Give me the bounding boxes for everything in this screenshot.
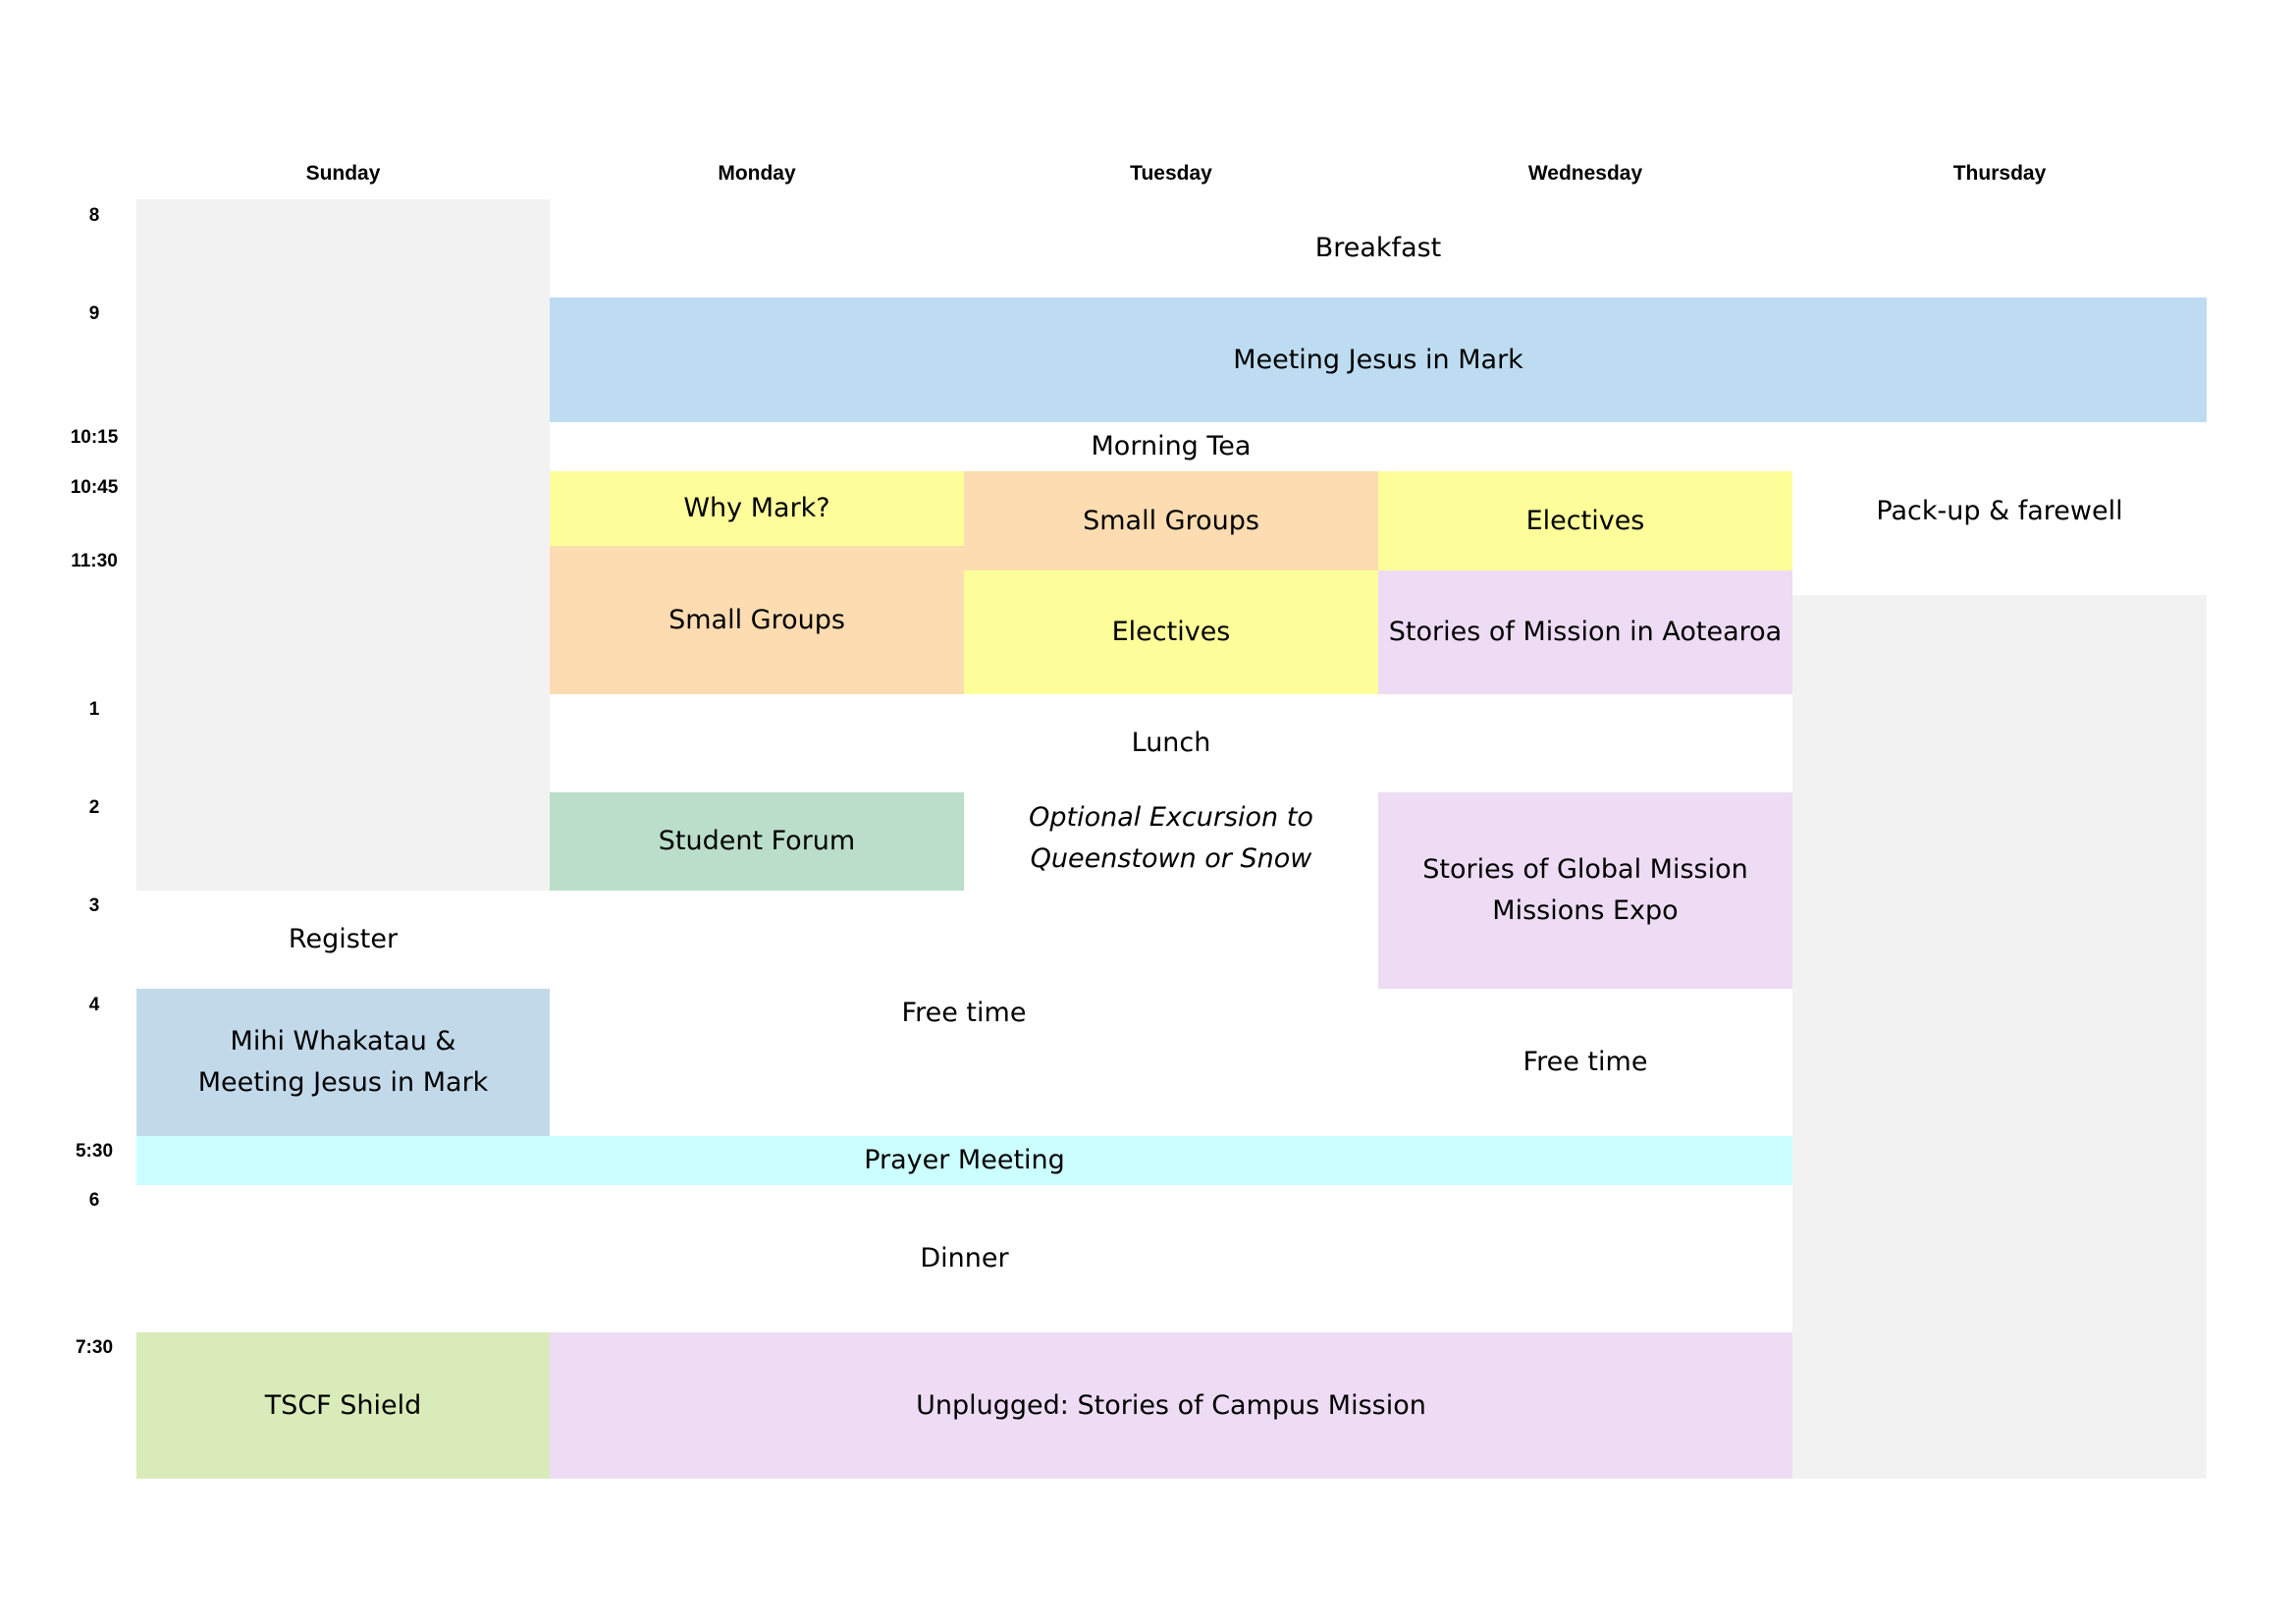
event-electives-tuesday: Electives [964, 570, 1378, 694]
time-label-6: 6 [88, 1190, 100, 1211]
event-prayer-meeting: Prayer Meeting [136, 1136, 1792, 1185]
event-student-forum-label: Student Forum [658, 826, 856, 856]
event-unplugged: Unplugged: Stories of Campus Mission [550, 1332, 1792, 1479]
event-tscf-shield-label: TSCF Shield [264, 1389, 422, 1421]
time-label-1045: 10:45 [70, 477, 119, 498]
event-stories-global-mission-line2: Missions Expo [1492, 895, 1679, 926]
event-stories-mission-aotearoa-label: Stories of Mission in Aotearoa [1388, 617, 1783, 647]
day-header-sunday: Sunday [305, 162, 381, 185]
event-breakfast-label: Breakfast [1314, 233, 1442, 263]
day-header-thursday: Thursday [1952, 162, 2047, 185]
day-header-wednesday: Wednesday [1527, 162, 1643, 185]
event-meeting-jesus-in-mark-label: Meeting Jesus in Mark [1233, 344, 1523, 375]
event-student-forum: Student Forum [550, 792, 964, 891]
time-label-4: 4 [88, 995, 100, 1015]
time-label-9: 9 [88, 303, 100, 324]
event-morning-tea: Morning Tea [550, 422, 1792, 471]
event-pack-up-farewell-label: Pack-up & farewell [1876, 495, 2123, 526]
event-free-time-label: Free time [901, 998, 1027, 1028]
time-label-1: 1 [88, 699, 100, 720]
event-mihi-whakatau-line2: Meeting Jesus in Mark [197, 1067, 489, 1098]
time-label-730: 7:30 [75, 1337, 114, 1358]
event-small-groups-tuesday: Small Groups [964, 471, 1378, 570]
event-breakfast: Breakfast [550, 199, 2207, 298]
event-electives-wednesday-label: Electives [1525, 505, 1645, 536]
event-optional-excursion-line1: Optional Excursion to [1029, 802, 1313, 833]
event-free-time: Free time [550, 989, 1378, 1038]
event-unplugged-label: Unplugged: Stories of Campus Mission [916, 1389, 1426, 1421]
event-why-mark: Why Mark? [550, 471, 964, 546]
event-optional-excursion-line2: Queenstown or Snow [1030, 843, 1312, 874]
event-register: Register [136, 891, 550, 989]
time-label-8: 8 [88, 205, 100, 226]
event-electives-tuesday-label: Electives [1111, 617, 1231, 647]
event-register-label: Register [288, 924, 399, 954]
time-label-3: 3 [88, 895, 100, 916]
event-dinner: Dinner [136, 1185, 1792, 1332]
event-mihi-whakatau: Mihi Whakatau & Meeting Jesus in Mark [136, 989, 550, 1136]
event-prayer-meeting-label: Prayer Meeting [864, 1145, 1065, 1175]
sunday-unavailable-block [136, 199, 550, 891]
day-header-tuesday: Tuesday [1130, 162, 1212, 185]
event-tscf-shield: TSCF Shield [136, 1332, 550, 1479]
event-stories-mission-aotearoa: Stories of Mission in Aotearoa [1378, 570, 1792, 694]
time-label-530: 5:30 [75, 1141, 114, 1162]
event-morning-tea-label: Morning Tea [1091, 431, 1252, 461]
event-stories-global-mission: Stories of Global Mission Missions Expo [1378, 792, 1792, 989]
day-header-monday: Monday [718, 162, 796, 185]
time-label-1015: 10:15 [70, 427, 119, 448]
event-free-time-wednesday: Free time [1378, 989, 1792, 1136]
event-mihi-whakatau-line1: Mihi Whakatau & [230, 1026, 456, 1056]
event-meeting-jesus-in-mark: Meeting Jesus in Mark [550, 298, 2207, 422]
event-pack-up-farewell: Pack-up & farewell [1792, 422, 2207, 595]
event-small-groups-monday-label: Small Groups [668, 604, 845, 635]
event-free-time-wednesday-label: Free time [1522, 1047, 1648, 1077]
event-optional-excursion: Optional Excursion to Queenstown or Snow [964, 792, 1378, 891]
event-small-groups-monday: Small Groups [550, 546, 964, 694]
event-stories-global-mission-line1: Stories of Global Mission [1422, 854, 1748, 885]
event-dinner-label: Dinner [920, 1243, 1009, 1273]
time-label-2: 2 [88, 797, 100, 818]
event-lunch: Lunch [550, 694, 1792, 792]
event-why-mark-label: Why Mark? [683, 493, 830, 523]
time-label-1130: 11:30 [71, 551, 118, 571]
thursday-unavailable-block [1792, 595, 2207, 1479]
event-electives-wednesday: Electives [1378, 471, 1792, 570]
event-lunch-label: Lunch [1131, 728, 1211, 758]
event-small-groups-tuesday-label: Small Groups [1083, 505, 1259, 536]
